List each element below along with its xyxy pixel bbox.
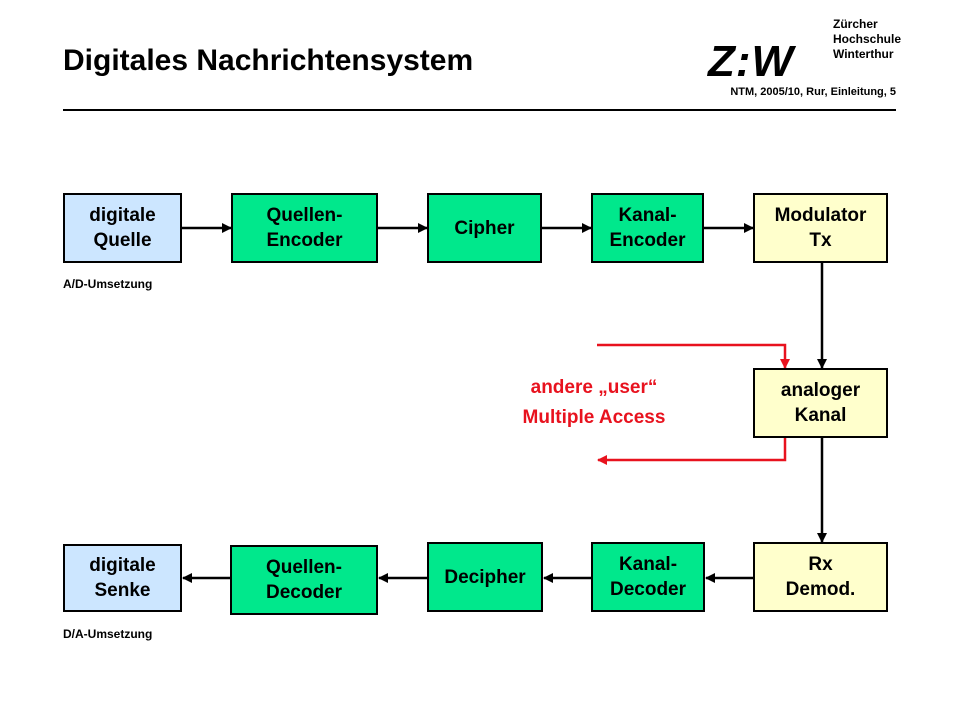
box-label-line1: Kanal- xyxy=(618,205,677,226)
box-label-line1: Quellen- xyxy=(266,205,343,226)
box-analoger-kanal: analoger Kanal xyxy=(753,368,888,438)
box-cipher: Cipher xyxy=(427,193,542,263)
institution-line-3: Winterthur xyxy=(833,47,894,61)
box-label-line2: Encoder xyxy=(609,230,686,251)
multiple-access-line1: andere „user“ xyxy=(530,377,658,398)
note-da-conversion: D/A-Umsetzung xyxy=(63,627,153,641)
box-label-line1: digitale xyxy=(89,205,156,226)
zhw-logo: Z:W xyxy=(708,37,795,86)
institution-line-2: Hochschule xyxy=(833,32,902,46)
arrow-other-users-in xyxy=(597,343,790,369)
box-label-line2: Decoder xyxy=(265,582,343,603)
box-rx-demod: Rx Demod. xyxy=(753,542,888,612)
box-digitale-quelle: digitale Quelle xyxy=(63,193,182,263)
note-ad-conversion: A/D-Umsetzung xyxy=(63,277,153,291)
box-label-line2: Decoder xyxy=(609,579,687,600)
box-kanal-encoder: Kanal- Encoder xyxy=(591,193,704,263)
box-label-line1: Kanal- xyxy=(618,554,678,575)
arrow-other-users-out xyxy=(597,438,787,465)
box-label-line2: Tx xyxy=(809,230,832,251)
box-label-line1: analoger xyxy=(780,380,861,401)
box-label-line1: Decipher xyxy=(444,566,526,588)
box-modulator-tx: Modulator Tx xyxy=(753,193,888,263)
institution-line-1: Zürcher xyxy=(833,17,878,31)
box-quellen-decoder: Quellen- Decoder xyxy=(230,545,378,615)
box-label-line2: Encoder xyxy=(266,230,343,251)
box-digitale-senke: digitale Senke xyxy=(63,544,182,612)
course-info: NTM, 2005/10, Rur, Einleitung, 5 xyxy=(730,86,896,98)
box-label-line2: Kanal xyxy=(794,405,847,426)
box-label-line1: Quellen- xyxy=(265,557,342,578)
box-label-line2: Demod. xyxy=(785,579,856,600)
box-label-line1: digitale xyxy=(89,555,156,576)
box-label-line2: Senke xyxy=(94,580,151,601)
institution-name: Zürcher Hochschule Winterthur xyxy=(833,17,901,62)
multiple-access-label: andere „user“ Multiple Access xyxy=(494,373,694,433)
box-label-line1: Modulator xyxy=(774,205,867,226)
header-divider xyxy=(63,109,896,111)
multiple-access-line2: Multiple Access xyxy=(522,407,666,428)
box-label-line1: Cipher xyxy=(454,217,515,239)
box-quellen-encoder: Quellen- Encoder xyxy=(231,193,378,263)
box-decipher: Decipher xyxy=(427,542,543,612)
page-title: Digitales Nachrichtensystem xyxy=(63,44,474,77)
box-label-line2: Quelle xyxy=(93,230,152,251)
box-label-line1: Rx xyxy=(808,554,833,575)
box-kanal-decoder: Kanal- Decoder xyxy=(591,542,705,612)
